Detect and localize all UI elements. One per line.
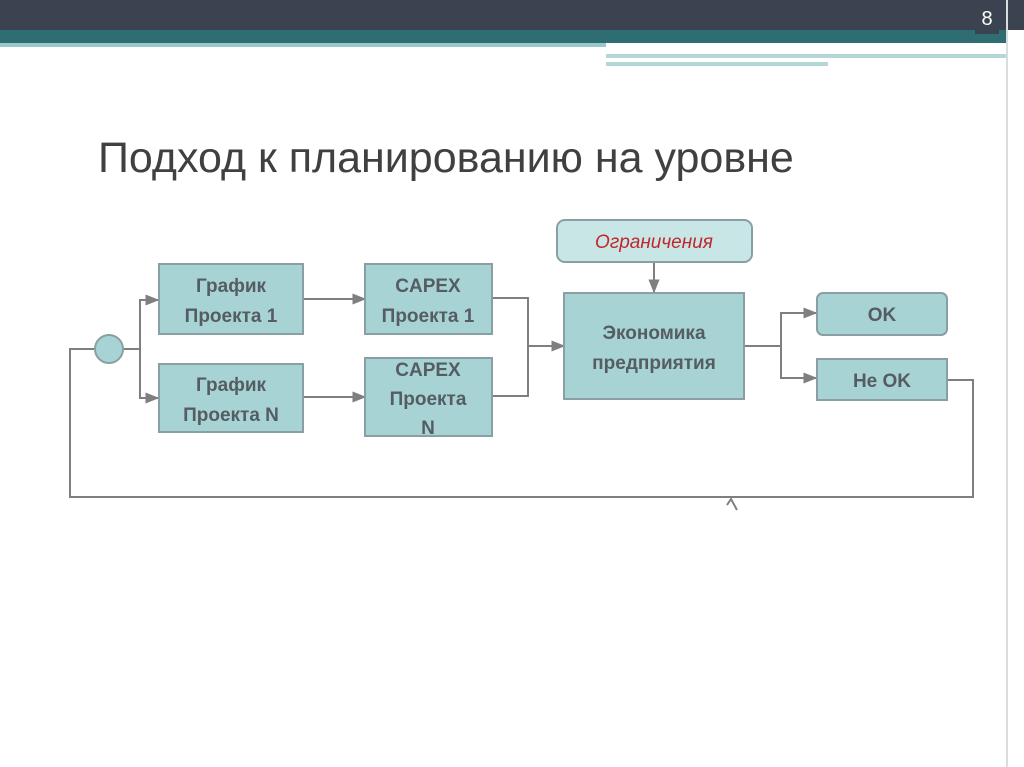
- enterprise-economics-box: [563, 292, 745, 400]
- capex-project-1-label-line1: CAPEX: [395, 276, 461, 297]
- page-title: Подход к планированию на уровне: [98, 134, 794, 182]
- enterprise-economics-label-line2: предприятия: [592, 353, 716, 374]
- slide-edge: [1006, 0, 1008, 767]
- capex-project-n-label-line1: CAPEX: [395, 360, 461, 381]
- constraints-label: Ограничения: [595, 232, 713, 253]
- start-node: [94, 334, 124, 364]
- not-ok-label: Не OK: [853, 371, 911, 392]
- capex-project-n-label-line3: N: [421, 418, 435, 439]
- split-upper-arrow: [123, 294, 160, 350]
- schedule-project-1-label-line2: Проекта 1: [185, 306, 278, 327]
- schedule-project-1-box: [158, 263, 304, 335]
- split-lower-arrow: [139, 349, 160, 404]
- capex-n-merge-line: [493, 346, 529, 397]
- feedback-loop-line: [69, 348, 974, 498]
- schedule-project-1-label-line1: График: [196, 276, 267, 297]
- ok-label: OK: [868, 305, 897, 326]
- capex-project-1-box: [364, 263, 493, 335]
- schedule-project-n-label-line2: Проекта N: [183, 405, 279, 426]
- capex-project-1-label-line2: Проекта 1: [382, 306, 475, 327]
- schedule-project-n-box: [158, 363, 304, 433]
- page-number: 8: [975, 4, 999, 34]
- economics-to-ok-arrow: [745, 307, 818, 347]
- header-stripe: [606, 54, 1006, 58]
- constraints-box: [556, 219, 753, 263]
- ok-box: [816, 292, 948, 336]
- not-ok-box: [816, 358, 948, 401]
- enterprise-economics-label-line1: Экономика: [602, 323, 705, 344]
- feedback-direction-mark: [726, 497, 738, 511]
- capex-1-merge-line: [493, 297, 529, 346]
- header-teal-band: [0, 30, 1008, 43]
- header-light-band: [0, 43, 606, 47]
- connectors: [69, 262, 974, 511]
- capex-project-n-box: [364, 357, 493, 437]
- header-stripe: [606, 62, 828, 66]
- capex-project-n-label-line2: Проекта: [390, 389, 467, 410]
- header-bar: [0, 0, 1024, 30]
- economics-to-not-ok-arrow: [780, 346, 818, 384]
- schedule-project-n-label-line1: График: [196, 375, 267, 396]
